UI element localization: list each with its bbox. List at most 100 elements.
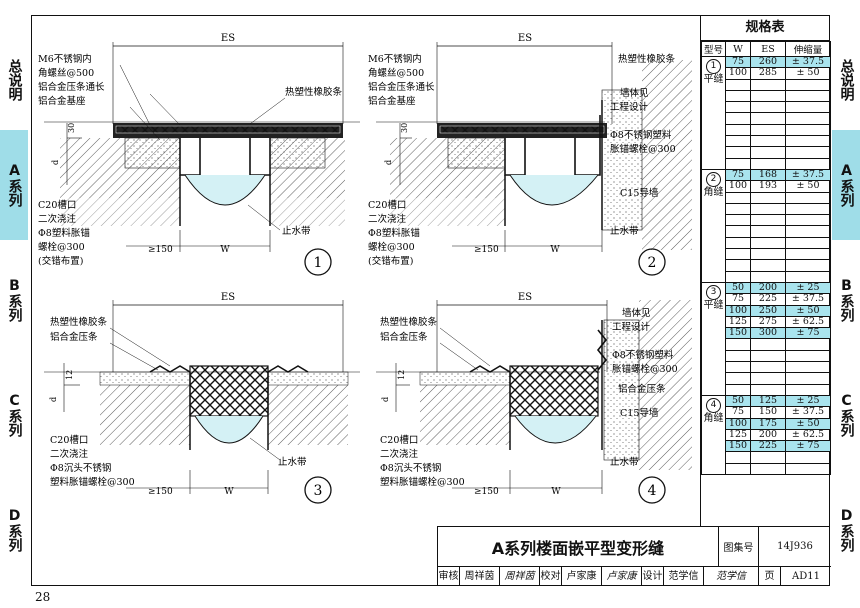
spec-table-title: 规格表 [701,16,829,41]
side-tab-right-3[interactable]: C系列 [838,393,855,437]
side-tab-left-4[interactable]: D系列 [6,508,23,552]
spec-header-1: W [725,41,751,57]
spec-cell-empty [750,338,786,351]
spec-row [702,270,831,283]
spec-cell: 225 [750,440,786,453]
spec-cell-empty [785,112,831,125]
side-tab-right-4[interactable]: D系列 [838,508,855,552]
spec-cell: ± 75 [785,327,831,340]
atlas-number: 14J936 [759,527,831,567]
spec-cell-empty [785,462,831,475]
spec-row [702,361,831,374]
spec-cell-empty [750,349,786,363]
w-dim-4: W [551,487,561,497]
spec-row [702,225,831,238]
designer-name: 范学信 [664,567,704,586]
spec-cell: 75 [725,406,751,419]
label-4-d: 二次浇注 [380,448,419,460]
spec-row [702,135,831,148]
spec-cell-empty [725,451,751,464]
side-tab-left-3[interactable]: C系列 [6,393,23,437]
spec-cell-empty [725,225,751,238]
detail-1: ES 30 d ≥150 W M6不锈钢内 角螺丝@500 铝合金压条通长 铝合… [38,33,360,276]
spec-group-type: 平缝 [703,299,724,311]
spec-cell-empty [750,78,786,91]
spec-cell-empty [725,361,751,374]
label-2-g: Φ8塑料胀锚 [368,227,420,239]
spec-cell: 150 [725,440,751,453]
dim-d-4: d [381,397,390,402]
spec-cell: 75 [725,293,751,306]
spec-cell-empty [750,89,786,103]
spec-cell-empty [785,383,831,396]
spec-cell: ± 37.5 [785,168,831,182]
spec-cell-empty [785,123,831,137]
spec-cell: 150 [750,406,786,419]
detail-3: ES 12 d ≥150 W 热塑性橡胶条 铝合金压条 C20槽口 二次浇注 Φ… [44,292,360,504]
side-tab-right-1[interactable]: A系列 [832,130,860,240]
spec-cell: 100 [725,417,751,430]
side-tab-right-2[interactable]: B系列 [838,278,855,322]
label-2-rubber: 热塑性橡胶条 [618,53,676,65]
page-code: AD11 [792,571,820,582]
spec-cell: 175 [750,417,786,430]
dim-12-3: 12 [65,370,74,380]
spec-cell-empty [750,248,786,261]
spec-cell: 193 [750,180,786,193]
label-1-rubber: 热塑性橡胶条 [285,86,343,98]
reviewer-signature: 周祥茵 [500,567,540,586]
spec-cell-empty [750,236,786,250]
spec-cell-empty [785,225,831,238]
designer-signature: 范学信 [704,567,759,586]
dim-d-2: d [384,160,393,165]
label-1-waterstop: 止水带 [282,225,311,237]
label-1-b: 角螺丝@500 [38,67,94,79]
spec-cell-empty [725,214,751,227]
spec-cell-empty [725,236,751,250]
side-tab-left-2[interactable]: B系列 [6,278,23,322]
spec-cell-empty [750,112,786,125]
label-4-b: 铝合金压条 [380,331,428,343]
detail-4: ES 12 d ≥150 W 热塑性橡胶条 铝合金压条 墙体见 工程设计 Φ8不… [376,292,692,504]
spec-cell: 225 [750,293,786,306]
spec-cell-empty [750,372,786,385]
min-dim-2: ≥150 [474,245,499,255]
label-2-r4: 胀锚螺栓@300 [610,143,676,155]
spec-cell: ± 25 [785,394,831,408]
label-1-h: 螺栓@300 [38,241,85,253]
spec-cell: 300 [750,327,786,340]
spec-cell-empty [750,146,786,159]
spec-cell-empty [725,191,751,204]
label-2-r3: Φ8不锈钢塑料 [610,129,672,141]
label-2-c15: C15导墙 [620,187,659,199]
spec-header-2: ES [750,41,786,57]
spec-cell-empty [725,101,751,114]
dim-30-1: 30 [67,123,76,133]
label-3-c: C20槽口 [50,434,88,446]
spec-cell-empty [750,270,786,283]
spec-cell-empty [750,101,786,114]
label-3-d: 二次浇注 [50,448,89,460]
side-tab-left-1[interactable]: A系列 [0,130,28,240]
spec-group-number: 2 [706,171,721,187]
spec-cell-empty [725,259,751,272]
spec-cell-empty [785,372,831,385]
spec-cell-empty [785,135,831,148]
es-dim-2: ES [518,33,532,44]
spec-group-type: 平缝 [703,74,724,85]
spec-cell: ± 50 [785,180,831,193]
label-3-e: Φ8沉头不锈钢 [50,462,111,474]
side-tab-right-0[interactable]: 总说明 [838,59,855,101]
side-tab-left-0[interactable]: 总说明 [6,59,23,101]
label-3-b: 铝合金压条 [50,331,98,343]
spec-cell: 100 [725,67,751,80]
label-2-e: C20槽口 [368,199,406,211]
